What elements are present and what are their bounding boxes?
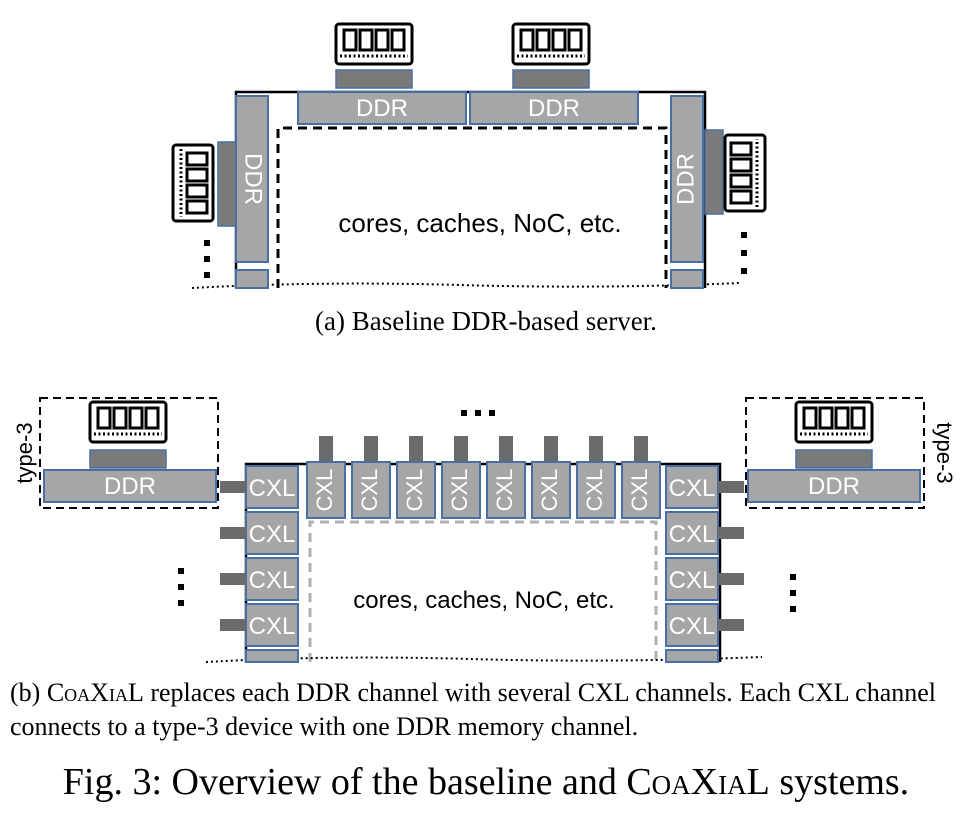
svg-text:DDR: DDR: [104, 473, 156, 500]
ddr-controller-top-left: DDR: [297, 91, 467, 125]
svg-text:CXL: CXL: [357, 469, 382, 512]
figure-caption: Fig. 3: Overview of the baseline and Coa…: [0, 760, 972, 804]
svg-text:CXL: CXL: [249, 521, 296, 548]
panel-b: CXL CXL CXL CXL CXL CXL CXL CXL CXL CXL …: [12, 397, 957, 663]
ddr-controller-left: DDR: [235, 95, 269, 289]
die-bottom-edge-a: [191, 282, 741, 289]
svg-text:CXL: CXL: [537, 469, 562, 512]
caption-b-rest: replaces each DDR channel with several C…: [10, 678, 937, 741]
svg-text:CXL: CXL: [627, 469, 652, 512]
svg-text:DDR: DDR: [528, 95, 580, 122]
svg-text:CXL: CXL: [669, 521, 716, 548]
svg-text:CXL: CXL: [669, 613, 716, 640]
cxl-top-connectors: [319, 436, 648, 462]
caption-b: (b) CoaXiaL replaces each DDR channel wi…: [10, 676, 965, 744]
ellipsis-right-a: [741, 232, 747, 274]
caption-b-system-name: CoaXiaL: [46, 678, 144, 707]
ellipsis-top-b: [461, 410, 495, 416]
svg-text:CXL: CXL: [669, 475, 716, 502]
svg-text:CXL: CXL: [582, 469, 607, 512]
svg-text:CXL: CXL: [249, 475, 296, 502]
cxl-left-column: CXL CXL CXL CXL: [220, 465, 299, 663]
svg-text:CXL: CXL: [402, 469, 427, 512]
type3-device-left: DDR type-3: [12, 397, 219, 509]
ellipsis-right-b: [790, 574, 796, 612]
cxl-top-row-labels: CXL CXL CXL CXL CXL CXL CXL CXL: [312, 469, 652, 512]
core-label-a: cores, caches, NoC, etc.: [338, 208, 621, 238]
figure-caption-system-name: CoaXiaL: [626, 761, 770, 803]
ellipsis-left-b: [178, 568, 184, 606]
svg-text:type-3: type-3: [932, 422, 957, 483]
core-region-b: [308, 520, 658, 662]
svg-text:DDR: DDR: [240, 153, 267, 205]
caption-b-prefix: (b): [10, 678, 47, 707]
figure-caption-prefix: Fig. 3: Overview of the baseline and: [62, 761, 627, 803]
ddr-controller-top-right: DDR: [469, 91, 639, 125]
svg-text:DDR: DDR: [672, 153, 699, 205]
dimm-top-right: [511, 22, 591, 89]
svg-text:CXL: CXL: [312, 469, 337, 512]
figure-caption-suffix: systems.: [769, 761, 910, 803]
svg-text:CXL: CXL: [249, 567, 296, 594]
svg-text:type-3: type-3: [12, 422, 37, 483]
svg-text:CXL: CXL: [492, 469, 517, 512]
svg-text:CXL: CXL: [669, 567, 716, 594]
dimm-right: [704, 129, 767, 215]
ellipsis-left-a: [204, 240, 210, 278]
ddr-controller-right: DDR: [670, 95, 704, 289]
core-region-a: [276, 126, 668, 288]
dimm-left: [171, 141, 237, 227]
cxl-top-row: [306, 461, 661, 519]
svg-text:CXL: CXL: [249, 613, 296, 640]
core-label-b: cores, caches, NoC, etc.: [353, 587, 614, 614]
cxl-right-column: CXL CXL CXL CXL: [665, 465, 744, 663]
dimm-top-left: [334, 22, 414, 89]
type3-device-right: DDR type-3: [745, 397, 957, 509]
caption-a: (a) Baseline DDR-based server.: [315, 306, 657, 336]
svg-text:DDR: DDR: [356, 95, 408, 122]
panel-a: DDR DDR DDR DDR: [171, 22, 767, 289]
svg-text:CXL: CXL: [447, 469, 472, 512]
svg-text:DDR: DDR: [808, 473, 860, 500]
